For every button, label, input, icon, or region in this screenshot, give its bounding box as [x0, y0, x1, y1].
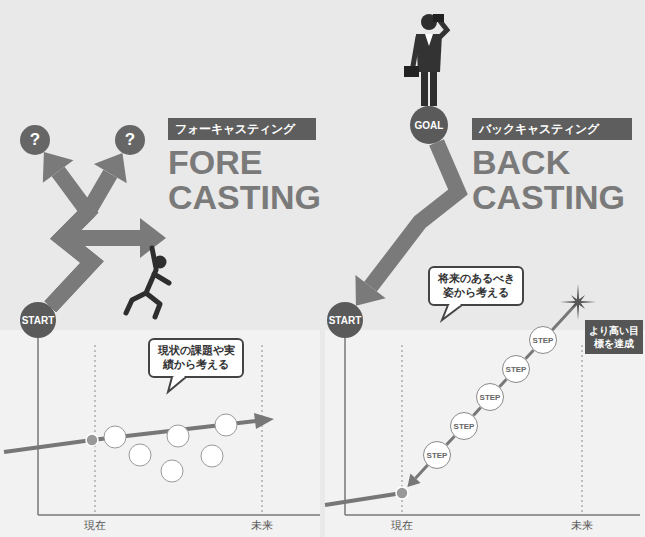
briefcase [404, 66, 419, 77]
chart-area [325, 330, 645, 537]
axis-label: 未来 [245, 519, 279, 533]
present-dot [396, 487, 408, 499]
node-text: STEP [454, 422, 475, 431]
arrowhead [94, 153, 127, 183]
start-circle: START [20, 302, 56, 338]
step-circle: STEP [529, 326, 557, 354]
goal-star [560, 284, 596, 320]
flow-arrow [50, 153, 126, 307]
time-guide [262, 345, 263, 515]
speech-bubble: 将来のあるべき姿から考える [428, 266, 524, 306]
trend-arrowhead [254, 413, 274, 429]
heading-text: BACK CASTING [472, 145, 640, 215]
issue-bubble [161, 460, 183, 482]
node-text: GOAL [415, 120, 444, 131]
node-text: 現状の課題や実績から考える [154, 344, 238, 372]
time-guide [95, 345, 96, 515]
goal-path-arrowhead [407, 474, 420, 488]
node-text: STEP [533, 336, 554, 345]
present-dot [86, 434, 98, 446]
chart-area [0, 330, 320, 537]
businessman-arms [413, 21, 447, 66]
bubble-tail-cover [450, 303, 461, 306]
x-axis [345, 514, 640, 516]
binoculars [433, 14, 444, 22]
connector-line [371, 142, 458, 286]
node-text: START [22, 315, 55, 326]
y-axis [344, 336, 346, 515]
bubble-tail [428, 266, 524, 326]
issue-bubble [104, 426, 126, 448]
axis-label: 現在 [385, 519, 419, 533]
connector-line [447, 436, 455, 445]
bubble-tail-shape [442, 305, 462, 320]
issue-bubble [129, 444, 151, 466]
title-banner: フォーキャスティング [168, 118, 316, 140]
goal-box: より高い目標を達成 [585, 320, 643, 354]
node-text: 将来のあるべき姿から考える [434, 272, 518, 300]
x-axis [38, 514, 320, 516]
bubble-tail-shape [168, 377, 186, 392]
step-circle: STEP [423, 441, 451, 469]
step-circle: STEP [476, 383, 504, 411]
businessman-leg [421, 70, 428, 106]
node-text: START [329, 315, 362, 326]
node-text: ? [30, 130, 40, 150]
issue-bubble [215, 414, 237, 436]
climber-figure [126, 248, 169, 317]
title-banner: バックキャスティング [472, 118, 632, 140]
node-text: STEP [480, 393, 501, 402]
heading-text: FORE CASTING [168, 145, 326, 215]
time-guide [582, 345, 583, 515]
y-axis [37, 336, 39, 515]
question-circle: ? [20, 125, 50, 155]
connector-line [50, 174, 110, 307]
axis-label: 現在 [78, 519, 112, 533]
speech-bubble: 現状の課題や実績から考える [148, 338, 244, 378]
node-text: より高い目標を達成 [588, 324, 640, 350]
step-connector [526, 350, 534, 359]
node-text: STEP [506, 365, 527, 374]
arrowhead [43, 152, 74, 183]
connector-line [500, 379, 507, 386]
goal-path [416, 465, 428, 478]
node-text: ? [125, 130, 135, 150]
step-circle: STEP [502, 355, 530, 383]
bubble-tail-cover [174, 375, 185, 378]
step-connector [500, 379, 507, 386]
goal-circle: GOAL [410, 106, 448, 144]
issue-bubble [201, 445, 223, 467]
bubble-tail [148, 338, 244, 398]
connector-line [526, 350, 534, 359]
businessman-leg [430, 70, 437, 106]
issue-bubble [167, 425, 189, 447]
step-connector [473, 407, 480, 415]
node-text: バックキャスティング [479, 121, 625, 137]
node-text: STEP [427, 451, 448, 460]
arrowhead [355, 275, 385, 306]
start-circle: START [327, 302, 363, 338]
trend-line [325, 493, 402, 505]
node-text: フォーキャスティング [175, 121, 309, 137]
step-connector [447, 436, 455, 445]
question-circle: ? [115, 125, 145, 155]
axis-label: 未来 [565, 519, 599, 533]
step-circle: STEP [450, 412, 478, 440]
businessman-shirt [425, 34, 433, 46]
connector-line [473, 407, 480, 415]
branch-arrow [72, 230, 141, 246]
